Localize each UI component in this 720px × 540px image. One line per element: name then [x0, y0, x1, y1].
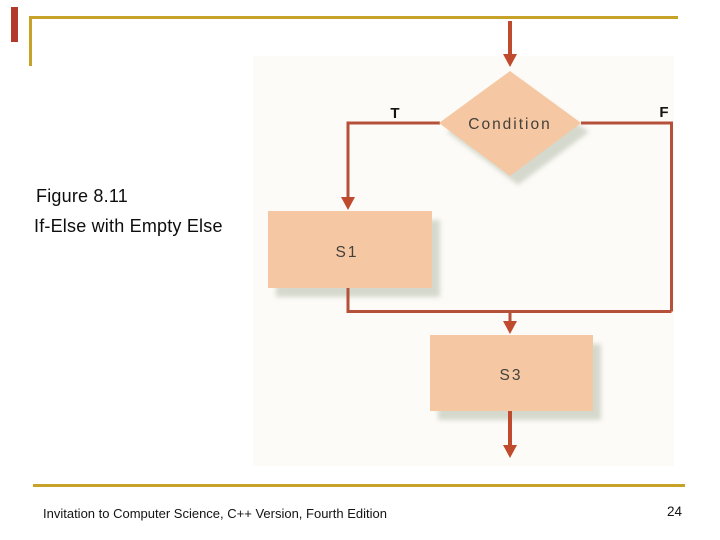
connector-lines: [346, 121, 673, 322]
figure-label: Figure 8.11: [36, 186, 128, 206]
s1-label: S1: [336, 244, 359, 261]
condition-label: Condition: [468, 116, 552, 133]
footer-citation: Invitation to Computer Science, C++ Vers…: [43, 506, 387, 521]
entry-arrowhead: [503, 54, 517, 67]
true-branch-label: T: [390, 105, 399, 122]
false-branch-line: [581, 121, 673, 312]
merge-line: [346, 288, 672, 313]
red-accent-bar: [11, 7, 18, 42]
figure-title: If-Else with Empty Else: [34, 216, 223, 236]
condition-diamond: [439, 71, 581, 176]
true-branch-line: [346, 121, 440, 198]
exit-arrowhead: [503, 445, 517, 458]
top-gold-rule: [29, 16, 678, 19]
s3-box: [430, 335, 593, 411]
s1-arrowhead: [341, 197, 355, 210]
top-gold-corner-rule: [29, 16, 32, 66]
s1-box: [268, 211, 432, 288]
arrowheads: [341, 54, 517, 458]
flowchart-shapes: [268, 71, 593, 411]
bottom-gold-rule: [33, 484, 685, 487]
false-branch-label: F: [659, 104, 668, 121]
s3-arrowhead: [503, 321, 517, 334]
s3-label: S3: [500, 367, 523, 384]
page-number: 24: [666, 504, 682, 519]
